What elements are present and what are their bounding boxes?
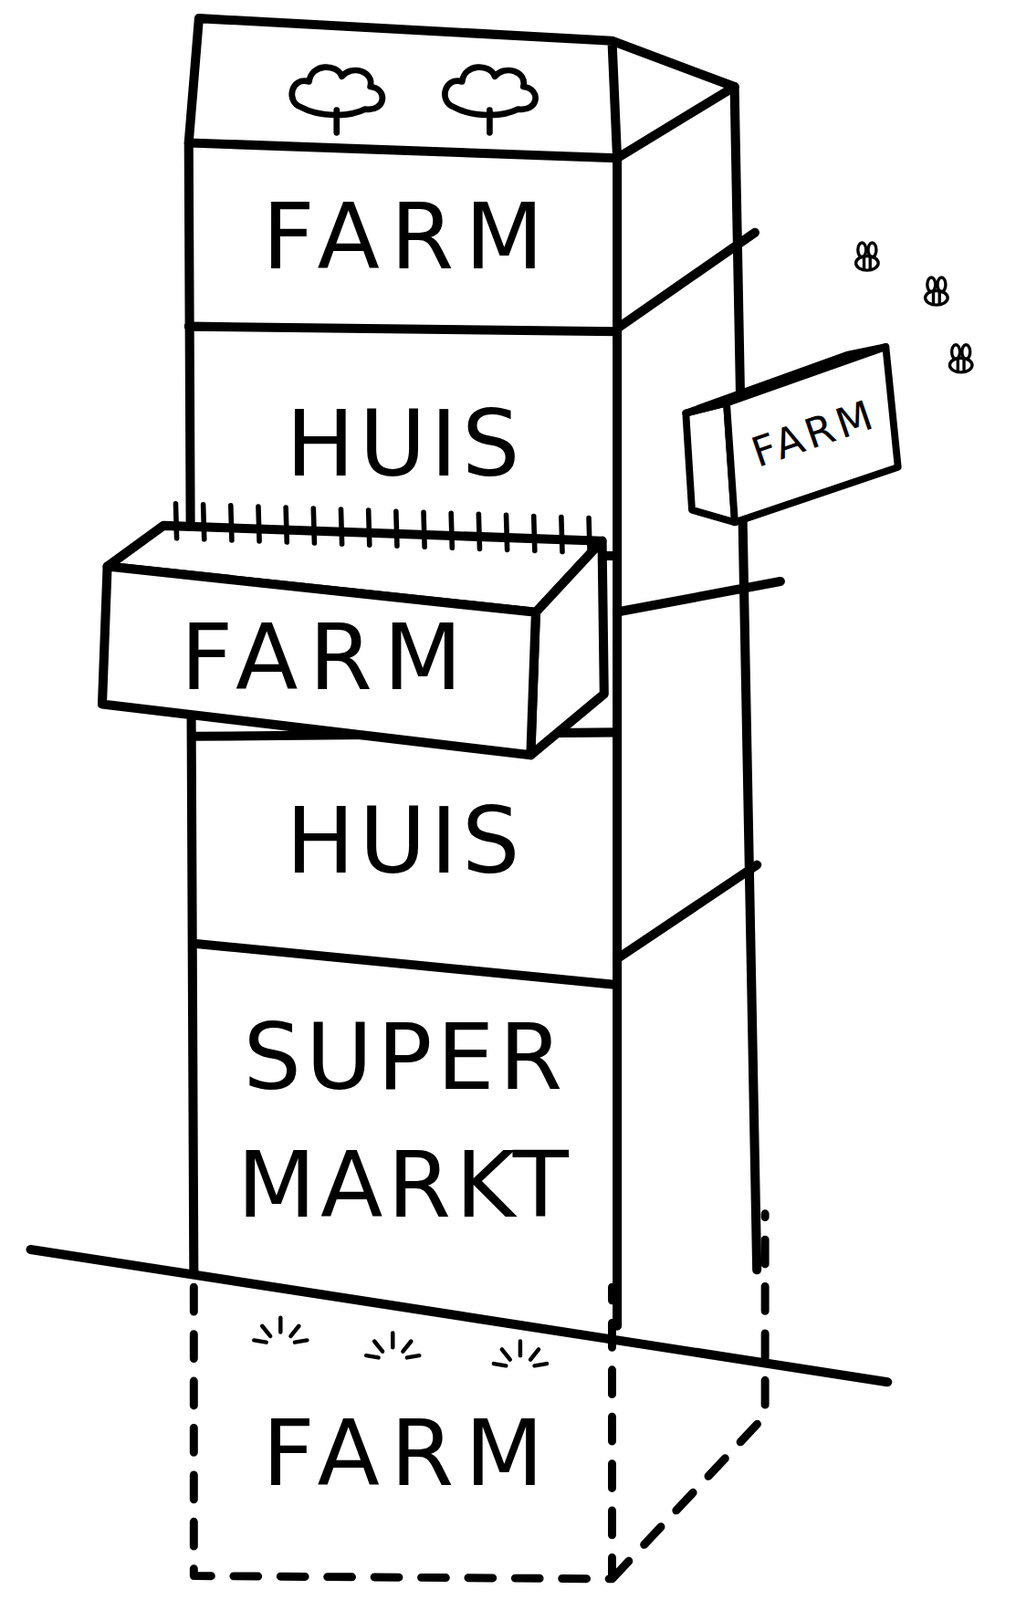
box-face (102, 565, 536, 755)
sprout (253, 1318, 307, 1343)
roof (188, 18, 735, 158)
sprout (493, 1341, 547, 1367)
tower-side (617, 86, 781, 1270)
farm-floor: FARM (188, 147, 618, 327)
floor-label: FARM (251, 184, 556, 290)
trees (292, 67, 536, 134)
bee (856, 242, 880, 271)
farm-balcony: FARM (102, 561, 542, 755)
grass (478, 513, 480, 549)
box-face (726, 346, 899, 523)
floor-label: SUPER MARKT (181, 994, 625, 1250)
grass (202, 503, 204, 539)
house-floor: HUIS (188, 739, 618, 943)
grass (533, 515, 535, 551)
grass (313, 508, 315, 544)
tree (444, 67, 535, 134)
floor-label: FARM (251, 1401, 556, 1507)
bee (949, 345, 973, 373)
grass (396, 511, 398, 546)
tree (292, 67, 383, 134)
grass (258, 506, 260, 542)
grass (561, 516, 563, 552)
grass (285, 507, 287, 543)
grass (450, 513, 452, 548)
supermarket-floor: SUPER MARKT (181, 979, 625, 1266)
tower-drawing (31, 18, 973, 1580)
underground-outline (193, 1214, 765, 1580)
floor-label: FARM (169, 605, 474, 711)
box-face (530, 540, 604, 755)
grass (588, 517, 590, 553)
sprout (366, 1333, 419, 1359)
sprouts (253, 1318, 547, 1367)
grass (340, 509, 342, 545)
floor-label: HUIS (281, 391, 524, 497)
bee (925, 277, 949, 305)
ground-line (31, 1249, 889, 1383)
house-floor: HUIS (188, 336, 618, 552)
grass (423, 512, 425, 547)
grass (505, 514, 507, 550)
underground-farm: FARM (193, 1356, 612, 1551)
grass (230, 504, 232, 540)
side-farm-box: FARM (726, 346, 899, 523)
grass (175, 502, 177, 538)
grass (367, 510, 369, 545)
floor-label: HUIS (281, 788, 524, 894)
